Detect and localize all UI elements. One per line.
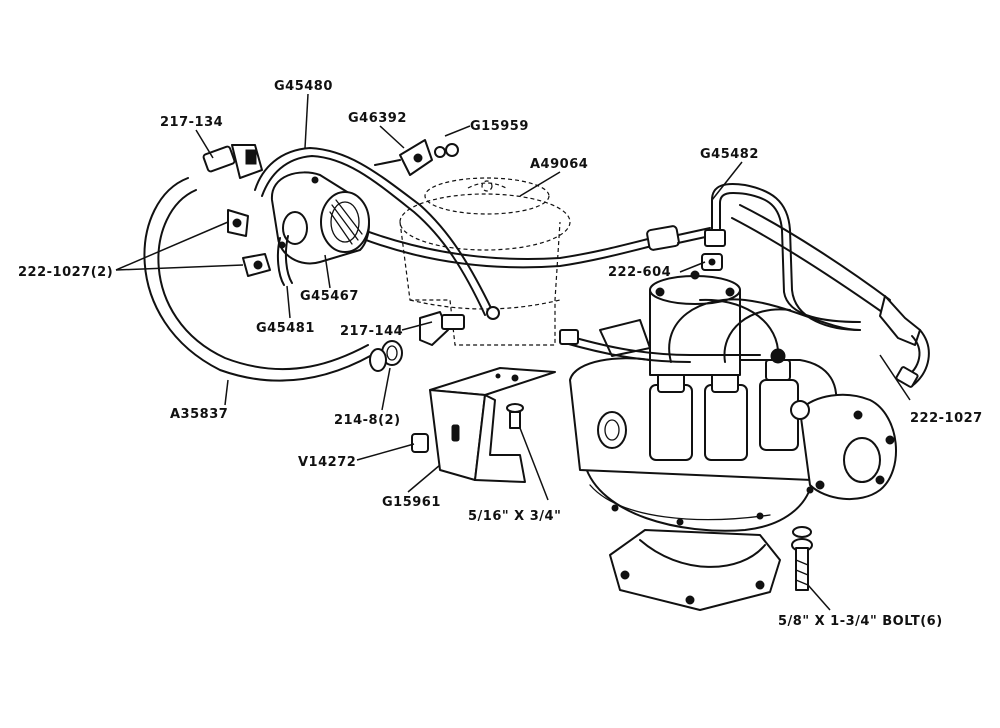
- bolt-5-8: [791, 526, 813, 591]
- label-g15961: G15961: [382, 495, 441, 510]
- label-217-144: 217-144: [340, 324, 403, 339]
- label-g45482: G45482: [700, 147, 759, 162]
- fitting-217-144: [419, 306, 500, 346]
- hose-a35837: [143, 177, 373, 382]
- hose-right: [731, 204, 930, 388]
- label-a35837: A35837: [170, 407, 228, 422]
- bracket-g15961: [429, 367, 556, 483]
- clamps-214-8: [369, 340, 403, 372]
- label-222-604: 222-604: [608, 265, 671, 280]
- label-g45481: G45481: [256, 321, 315, 336]
- tank-outline: [399, 177, 571, 346]
- label-5-16-bolt: 5/16" X 3/4": [468, 509, 561, 524]
- fittings-222-1027-left: [227, 209, 271, 277]
- label-g46392: G46392: [348, 111, 407, 126]
- bolt-5-16: [506, 403, 524, 429]
- label-g45467: G45467: [300, 289, 359, 304]
- injection-pump: [559, 253, 897, 611]
- pump-g45467: [270, 171, 370, 286]
- label-g15959: G15959: [470, 119, 529, 134]
- label-214-8-2: 214-8(2): [334, 413, 401, 428]
- label-5-8-bolt: 5/8" X 1-3/4" BOLT(6): [778, 614, 943, 629]
- spacer-v14272: [411, 433, 429, 453]
- label-v14272: V14272: [298, 455, 356, 470]
- clip-g46392: [374, 139, 459, 176]
- label-217-134: 217-134: [160, 115, 223, 130]
- label-222-1027-2: 222-1027(2): [18, 265, 113, 280]
- label-a49064: A49064: [530, 157, 588, 172]
- line-main: [299, 199, 711, 269]
- line-g45482: [704, 182, 861, 331]
- leader-lines: [115, 93, 911, 611]
- fitting-217-134: [202, 144, 263, 179]
- label-222-1027: 222-1027: [910, 411, 983, 426]
- label-g45480: G45480: [274, 79, 333, 94]
